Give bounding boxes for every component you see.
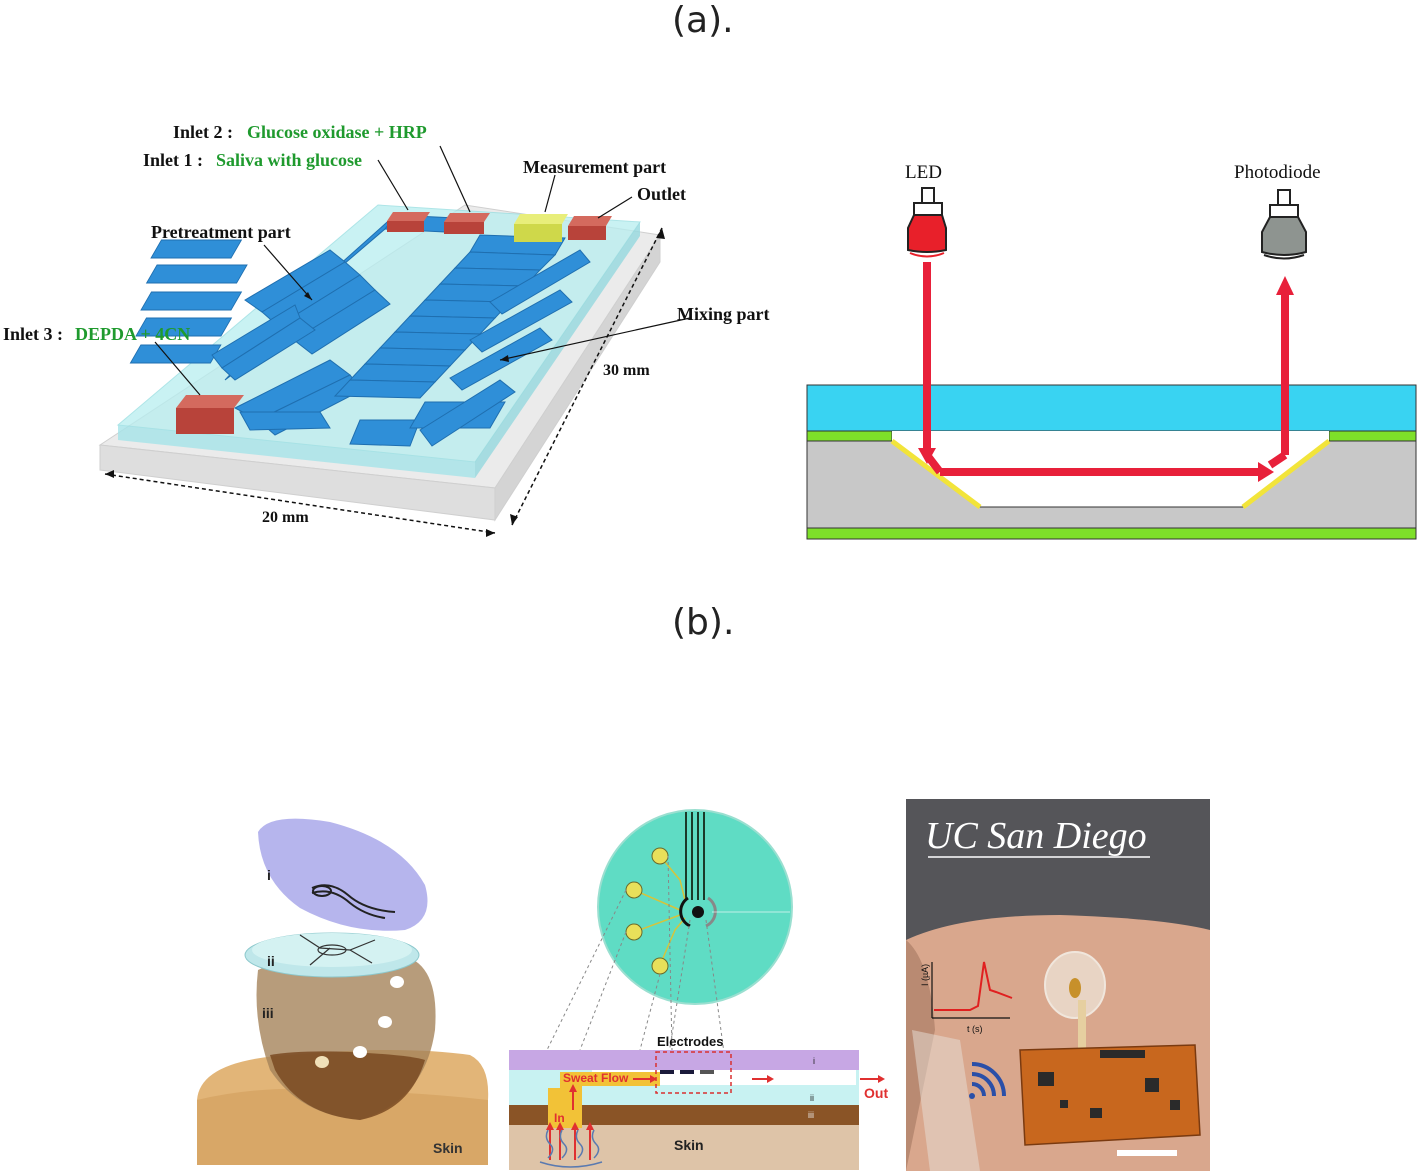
exploded-layer-ii: ii xyxy=(267,953,275,969)
out-label: Out xyxy=(864,1085,888,1101)
microfluidic-chip-diagram: Inlet 2 : Glucose oxidase + HRP Inlet 1 … xyxy=(3,122,770,537)
mirror-right xyxy=(1241,439,1331,509)
inlet3-value: DEPDA + 4CN xyxy=(75,324,190,344)
inlet3-name: Inlet 3 : xyxy=(3,324,63,344)
exploded-layer-i: i xyxy=(267,867,271,883)
inset-current-plot: I (µA) t (s) xyxy=(920,961,1013,1034)
layer-iii-strip xyxy=(509,1105,859,1125)
mixing-channels xyxy=(333,234,591,447)
outlet-label: Outlet xyxy=(637,184,686,204)
exploded-skin: Skin xyxy=(433,1140,463,1156)
ucsd-logo-text: UC San Diego xyxy=(925,815,1147,857)
layer-i xyxy=(258,818,428,931)
inset-y-label: I (µA) xyxy=(920,964,930,986)
mixing-label: Mixing part xyxy=(677,304,770,324)
inlet2-name: Inlet 2 : xyxy=(173,122,233,142)
cs-layer-ii: ii xyxy=(810,1093,814,1103)
dim-30-label: 30 mm xyxy=(603,362,650,379)
skin-strip xyxy=(509,1125,859,1170)
panel-a-label: (a). xyxy=(672,0,734,41)
inlet-3-pad xyxy=(176,395,244,434)
pcb-board xyxy=(1019,1044,1201,1146)
inlet2-value: Glucose oxidase + HRP xyxy=(247,122,427,142)
pretreatment-label: Pretreatment part xyxy=(151,222,291,242)
measurement-label: Measurement part xyxy=(523,157,666,177)
cs-layer-iii: iii xyxy=(808,1110,814,1120)
photodiode-icon xyxy=(1261,189,1307,260)
cs-layer-i: i xyxy=(813,1056,815,1066)
dim-20-line xyxy=(104,473,496,534)
inlet-1-pad xyxy=(387,212,430,232)
inlet1-value: Saliva with glucose xyxy=(216,150,362,170)
cover-layer xyxy=(806,384,1417,432)
led-icon xyxy=(907,187,947,258)
wearable-photo: I (µA) t (s) UC San Diego xyxy=(906,799,1210,1171)
electrodes-label: Electrodes xyxy=(657,1034,723,1049)
sweat-sensor-cross-section: Electrodes Sweat Flow In Out i ii iii Sk… xyxy=(509,809,888,1170)
inlet-2-pad xyxy=(444,213,490,234)
photodiode-label: Photodiode xyxy=(1234,162,1321,183)
cs-skin-label: Skin xyxy=(674,1137,704,1153)
measurement-pad xyxy=(514,214,568,242)
inset-x-label: t (s) xyxy=(967,1024,983,1034)
inlet1-name: Inlet 1 : xyxy=(143,150,203,170)
mirror-left xyxy=(890,439,982,509)
layer-i-strip xyxy=(509,1050,859,1070)
scale-bar xyxy=(1117,1150,1177,1156)
exploded-layer-iii: iii xyxy=(262,1005,274,1021)
wireless-icon xyxy=(969,1062,1006,1099)
sweat-flow-label: Sweat Flow xyxy=(563,1071,629,1085)
outlet-pad xyxy=(568,216,612,240)
in-label: In xyxy=(554,1111,565,1125)
exploded-patch-diagram: i ii iii Skin xyxy=(197,818,489,1165)
led-label: LED xyxy=(905,162,942,183)
optical-detection-diagram: LED Photodiode xyxy=(806,162,1417,540)
panel-b-label: (b). xyxy=(672,602,735,643)
dim-20-label: 20 mm xyxy=(262,509,309,526)
